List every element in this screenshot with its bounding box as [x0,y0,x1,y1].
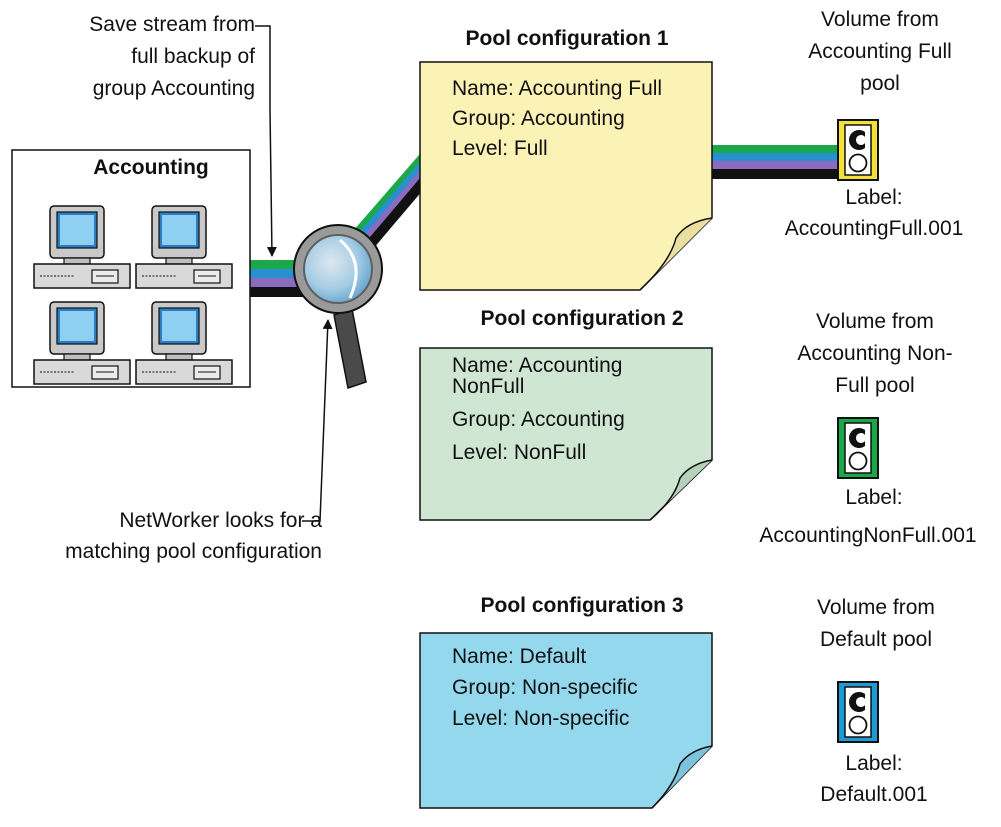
tape-cartridge-icon [837,681,879,743]
pool-name: Name: Accounting [452,354,622,377]
svg-text:Accounting Full: Accounting Full [808,40,952,63]
svg-text:group Accounting: group Accounting [93,77,255,100]
svg-text:AccountingFull.001: AccountingFull.001 [785,217,964,240]
svg-text:Default pool: Default pool [820,628,932,651]
pool-name-cont: NonFull [452,375,524,398]
pool-name: Name: Accounting Full [452,77,662,100]
save-stream-annotation: Save stream from full backup of group Ac… [89,13,277,257]
volume-1: Volume from Accounting Full pool Label: … [785,8,964,240]
magnifying-glass-icon [293,224,383,389]
svg-text:Save stream from: Save stream from [89,13,255,36]
pool-group: Group: Accounting [452,107,625,130]
volume-3: Volume from Default pool Label: Default.… [817,596,935,806]
svg-text:Accounting Non-: Accounting Non- [797,342,952,365]
pool-heading: Pool configuration 3 [481,594,684,617]
svg-text:pool: pool [860,72,900,95]
networker-annotation: NetWorker looks for a matching pool conf… [65,319,333,563]
svg-text:full backup of: full backup of [131,45,255,68]
group-box-title: Accounting [93,156,209,179]
svg-text:Label:: Label: [845,752,902,775]
tape-cartridge-icon [837,417,879,479]
pool-level: Level: NonFull [452,441,586,464]
svg-text:Label:: Label: [845,186,902,209]
svg-text:Default.001: Default.001 [820,783,927,806]
pool-name: Name: Default [452,645,586,668]
pool-configuration-2: Pool configuration 2 Name: Accounting No… [419,307,713,521]
pool-group: Group: Accounting [452,408,625,431]
svg-text:NetWorker looks for a: NetWorker looks for a [119,509,322,532]
svg-text:Volume from: Volume from [821,8,939,31]
svg-text:Volume from: Volume from [816,310,934,333]
volume-2: Volume from Accounting Non- Full pool La… [759,310,976,547]
pool-level: Level: Full [452,137,548,160]
save-stream-arrow [255,25,277,257]
svg-text:matching pool configuration: matching pool configuration [65,540,322,563]
svg-text:AccountingNonFull.001: AccountingNonFull.001 [759,524,976,547]
svg-text:Label:: Label: [845,486,902,509]
pool-configuration-1: Pool configuration 1 Name: Accounting Fu… [419,27,713,291]
accounting-group-box: Accounting [11,149,251,388]
tape-cartridge-icon [837,119,879,181]
svg-text:Full pool: Full pool [835,374,914,397]
pool-heading: Pool configuration 1 [466,27,669,50]
networker-arrow [302,319,333,522]
pool-heading: Pool configuration 2 [481,307,684,330]
pool-configuration-3: Pool configuration 3 Name: Default Group… [419,594,713,809]
svg-text:Volume from: Volume from [817,596,935,619]
pool-level: Level: Non-specific [452,707,629,730]
pool-group: Group: Non-specific [452,676,638,699]
